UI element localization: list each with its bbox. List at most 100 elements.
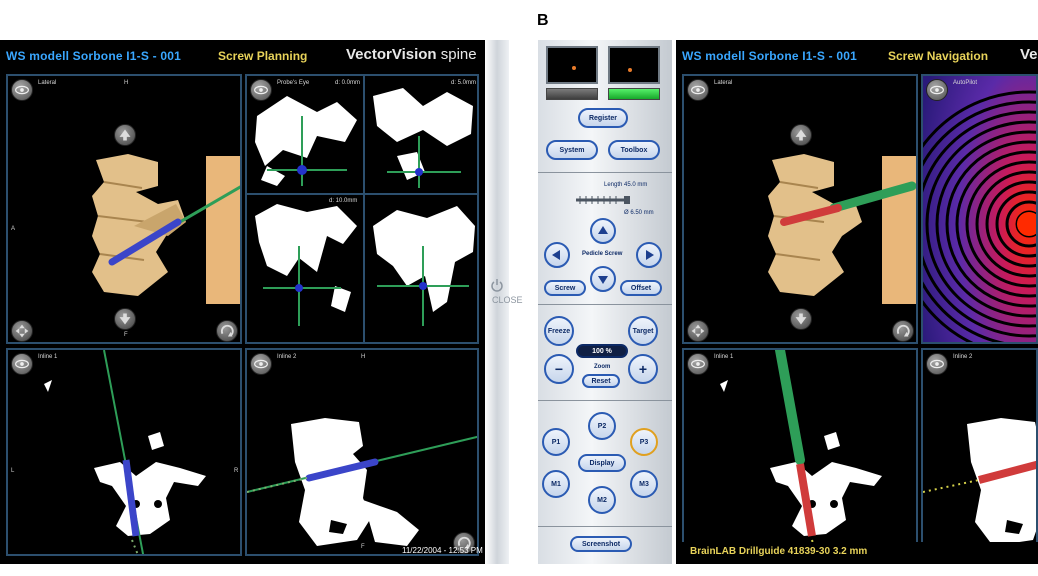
screw-planning-panel: WS modell Sorbone I1-S - 001 Screw Plann…	[0, 40, 485, 564]
probes-eye-slices	[247, 76, 477, 342]
p1-button[interactable]: P1	[542, 428, 570, 456]
m2-button[interactable]: M2	[588, 486, 616, 514]
reset-button[interactable]: Reset	[582, 374, 620, 388]
power-icon	[491, 279, 503, 292]
patient-title: WS modell Sorbone I1-S - 001	[682, 49, 857, 63]
slice-depth-1: d: 0.0mm	[335, 80, 361, 86]
rotate-icon[interactable]	[892, 320, 914, 342]
vertebra-lateral-render	[768, 154, 916, 304]
inline-1-view[interactable]: Inline 1 L R	[6, 348, 242, 556]
pan-icon[interactable]	[11, 320, 33, 342]
view-label: Inline 1	[38, 354, 58, 360]
eye-icon[interactable]	[11, 79, 33, 101]
eye-icon[interactable]	[687, 353, 709, 375]
p3-button[interactable]: P3	[630, 428, 658, 456]
pedicle-screw-label: Pedicle Screw	[582, 251, 623, 257]
figure-label: B	[537, 12, 549, 29]
screw-diameter: Ø 6.50 mm	[624, 210, 654, 216]
inline-2-view[interactable]: Inline 2	[921, 348, 1038, 564]
patient-title: WS modell Sorbone I1-S - 001	[6, 49, 181, 63]
arrow-up-icon[interactable]	[114, 124, 136, 146]
close-sidebar[interactable]: CLOSE	[485, 40, 523, 564]
zoom-label: Zoom	[594, 364, 611, 370]
system-button[interactable]: System	[546, 140, 598, 160]
vertebra-lateral-render	[92, 154, 240, 304]
freeze-button[interactable]: Freeze	[544, 316, 574, 346]
target-button[interactable]: Target	[628, 316, 658, 346]
view-label: AutoPilot	[953, 80, 978, 86]
section-divider	[538, 172, 672, 173]
tick-f: F	[124, 332, 128, 338]
display-button[interactable]: Display	[578, 454, 626, 472]
m1-button[interactable]: M1	[542, 470, 570, 498]
screw-button[interactable]: Screw	[544, 280, 586, 296]
camera-monitor-right	[608, 46, 660, 84]
section-divider	[538, 526, 672, 527]
lateral-view[interactable]: Lateral	[682, 74, 918, 344]
arrow-down-icon[interactable]	[114, 308, 136, 330]
status-indicator-off	[546, 88, 598, 100]
vertebra-sagittal-render	[247, 418, 477, 546]
view-label: Lateral	[38, 80, 57, 86]
eye-icon[interactable]	[926, 353, 948, 375]
screw-navigation-panel: WS modell Sorbone I1-S - 001 Screw Navig…	[676, 40, 1038, 564]
offset-button[interactable]: Offset	[620, 280, 662, 296]
zoom-value: 100 %	[576, 344, 628, 358]
eye-icon[interactable]	[687, 79, 709, 101]
autopilot-view[interactable]: AutoPilot	[921, 74, 1038, 344]
navigation-header: WS modell Sorbone I1-S - 001 Screw Navig…	[676, 40, 1038, 74]
brand-logo: VectorVision spine	[346, 46, 477, 63]
eye-icon[interactable]	[11, 353, 33, 375]
m3-button[interactable]: M3	[630, 470, 658, 498]
view-label: Inline 2	[277, 354, 297, 360]
tick-h: H	[124, 80, 129, 86]
slice-depth-3: d: 10.0mm	[329, 198, 358, 204]
arrow-left-button[interactable]	[544, 242, 570, 268]
view-label: Inline 2	[953, 354, 973, 360]
section-divider	[538, 400, 672, 401]
control-panel: Register System Toolbox Length 45.0 mm Ø…	[538, 40, 672, 564]
section-divider	[538, 304, 672, 305]
register-button[interactable]: Register	[578, 108, 628, 128]
screw-length: Length 45.0 mm	[604, 182, 648, 188]
mode-title: Screw Navigation	[888, 49, 989, 63]
screw-icon	[576, 196, 630, 204]
inline-2-view[interactable]: Inline 2 H F	[245, 348, 479, 556]
status-indicator-on	[608, 88, 660, 100]
p2-button[interactable]: P2	[588, 412, 616, 440]
arrow-down-icon[interactable]	[790, 308, 812, 330]
view-label: Inline 1	[714, 354, 734, 360]
arrow-right-button[interactable]	[636, 242, 662, 268]
instrument-footer: BrainLAB Drillguide 41839-30 3.2 mm	[680, 542, 1038, 564]
planning-header: WS modell Sorbone I1-S - 001 Screw Plann…	[0, 40, 485, 74]
vertebra-axial-render	[44, 350, 206, 554]
inline-1-view[interactable]: Inline 1	[682, 348, 918, 564]
tick-f: F	[361, 544, 365, 550]
toolbox-button[interactable]: Toolbox	[608, 140, 660, 160]
arrow-up-button[interactable]	[590, 218, 616, 244]
arrow-down-button[interactable]	[590, 266, 616, 292]
pan-icon[interactable]	[687, 320, 709, 342]
view-label: Probe's Eye	[277, 80, 310, 86]
brand-logo: Ve	[1020, 46, 1038, 63]
eye-icon[interactable]	[250, 353, 272, 375]
camera-monitor-left	[546, 46, 598, 84]
eye-icon[interactable]	[926, 79, 948, 101]
probes-eye-view[interactable]: Probe's Eye d: 0.0mm d: 5.0mm d: 10.0mm	[245, 74, 479, 344]
rotate-icon[interactable]	[216, 320, 238, 342]
lateral-view[interactable]: Lateral H F A P	[6, 74, 242, 344]
screenshot-button[interactable]: Screenshot	[570, 536, 632, 552]
mode-title: Screw Planning	[218, 49, 308, 63]
arrow-up-icon[interactable]	[790, 124, 812, 146]
timestamp: 11/22/2004 - 12:53 PM	[402, 546, 483, 555]
tick-a: A	[11, 226, 16, 232]
eye-icon[interactable]	[250, 79, 272, 101]
tick-r: R	[234, 468, 239, 474]
vertebra-axial-render	[720, 350, 882, 564]
tick-l: L	[11, 468, 15, 474]
rotate-icon[interactable]	[453, 532, 475, 554]
autopilot-target-rings	[923, 76, 1036, 342]
tick-h: H	[361, 354, 366, 360]
zoom-in-button[interactable]: +	[628, 354, 658, 384]
zoom-out-button[interactable]: −	[544, 354, 574, 384]
